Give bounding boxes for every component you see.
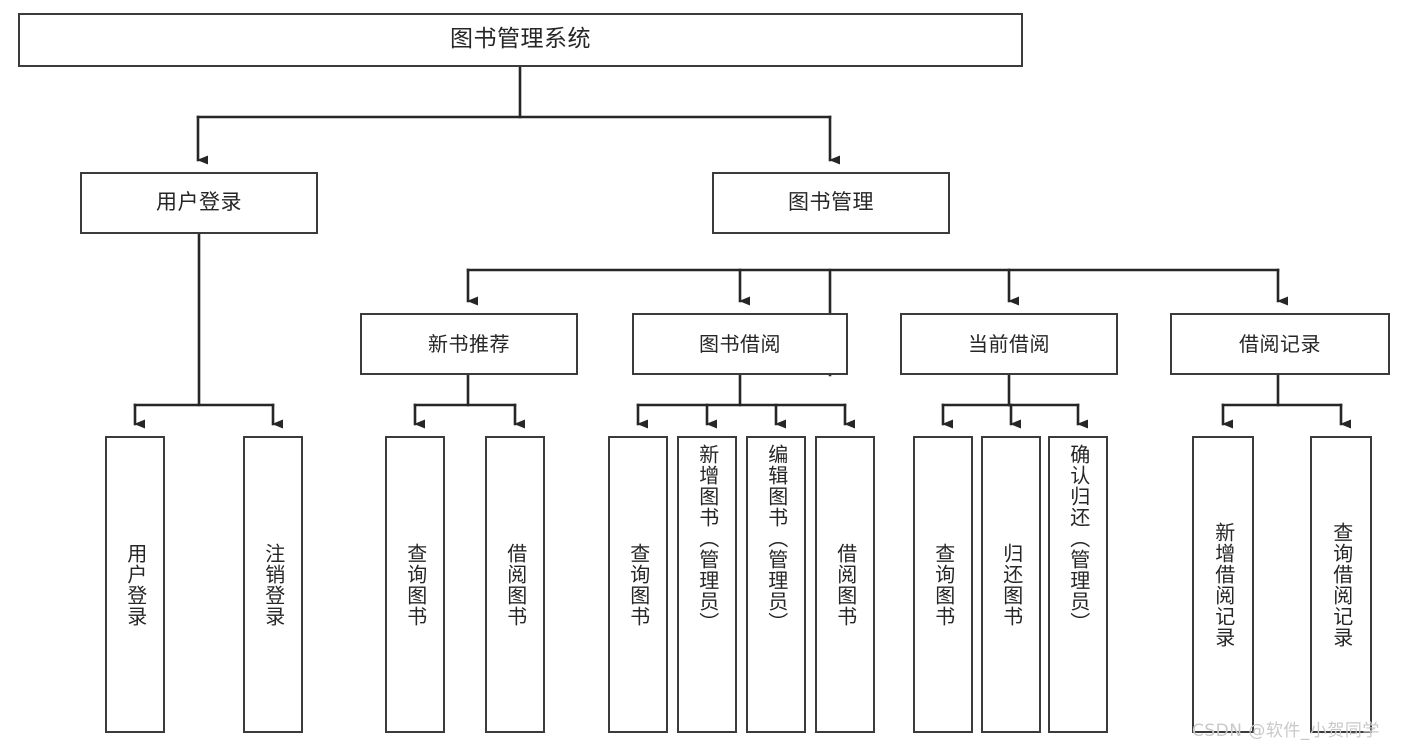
leaf-borrow-book-2-label: 借阅图书 (833, 542, 858, 627)
leaf-query-book-1[interactable]: 查询图书 (385, 436, 445, 733)
leaf-edit-book[interactable]: 编辑图书（管理员） (746, 436, 806, 733)
leaf-borrow-book-2[interactable]: 借阅图书 (815, 436, 875, 733)
leaf-return-book[interactable]: 归还图书 (981, 436, 1041, 733)
leaf-add-book-label: 新增图书（管理员） (695, 444, 720, 633)
node-current-borrow-label: 当前借阅 (968, 332, 1050, 356)
leaf-query-book-2[interactable]: 查询图书 (608, 436, 668, 733)
leaf-user-login[interactable]: 用户登录 (105, 436, 165, 733)
leaf-logout[interactable]: 注销登录 (243, 436, 303, 733)
leaf-query-record-label: 查询借阅记录 (1329, 521, 1354, 648)
node-borrow-record-label: 借阅记录 (1239, 332, 1321, 356)
node-book-manage-label: 图书管理 (788, 190, 874, 215)
leaf-confirm-return[interactable]: 确认归还（管理员） (1048, 436, 1108, 733)
node-book-borrow[interactable]: 图书借阅 (632, 313, 848, 375)
node-book-borrow-label: 图书借阅 (699, 332, 781, 356)
leaf-add-record-label: 新增借阅记录 (1211, 521, 1236, 648)
leaf-confirm-return-label: 确认归还（管理员） (1066, 444, 1091, 633)
leaf-add-record[interactable]: 新增借阅记录 (1192, 436, 1254, 733)
leaf-add-book[interactable]: 新增图书（管理员） (677, 436, 737, 733)
node-current-borrow[interactable]: 当前借阅 (900, 313, 1118, 375)
leaf-edit-book-label: 编辑图书（管理员） (764, 444, 789, 633)
leaf-query-book-3[interactable]: 查询图书 (913, 436, 973, 733)
node-user-login-label: 用户登录 (156, 190, 242, 215)
leaf-user-login-label: 用户登录 (123, 542, 148, 627)
node-root-label: 图书管理系统 (450, 26, 591, 53)
leaf-borrow-book-1[interactable]: 借阅图书 (485, 436, 545, 733)
leaf-borrow-book-1-label: 借阅图书 (503, 542, 528, 627)
leaf-query-book-3-label: 查询图书 (931, 542, 956, 627)
node-borrow-record[interactable]: 借阅记录 (1170, 313, 1390, 375)
leaf-return-book-label: 归还图书 (999, 542, 1024, 627)
leaf-query-book-1-label: 查询图书 (403, 542, 428, 627)
node-book-manage[interactable]: 图书管理 (712, 172, 950, 234)
leaf-query-book-2-label: 查询图书 (626, 542, 651, 627)
leaf-query-record[interactable]: 查询借阅记录 (1310, 436, 1372, 733)
leaf-logout-label: 注销登录 (261, 542, 286, 627)
node-user-login[interactable]: 用户登录 (80, 172, 318, 234)
node-new-book-recommend[interactable]: 新书推荐 (360, 313, 578, 375)
node-root[interactable]: 图书管理系统 (18, 13, 1023, 67)
node-new-book-recommend-label: 新书推荐 (428, 332, 510, 356)
